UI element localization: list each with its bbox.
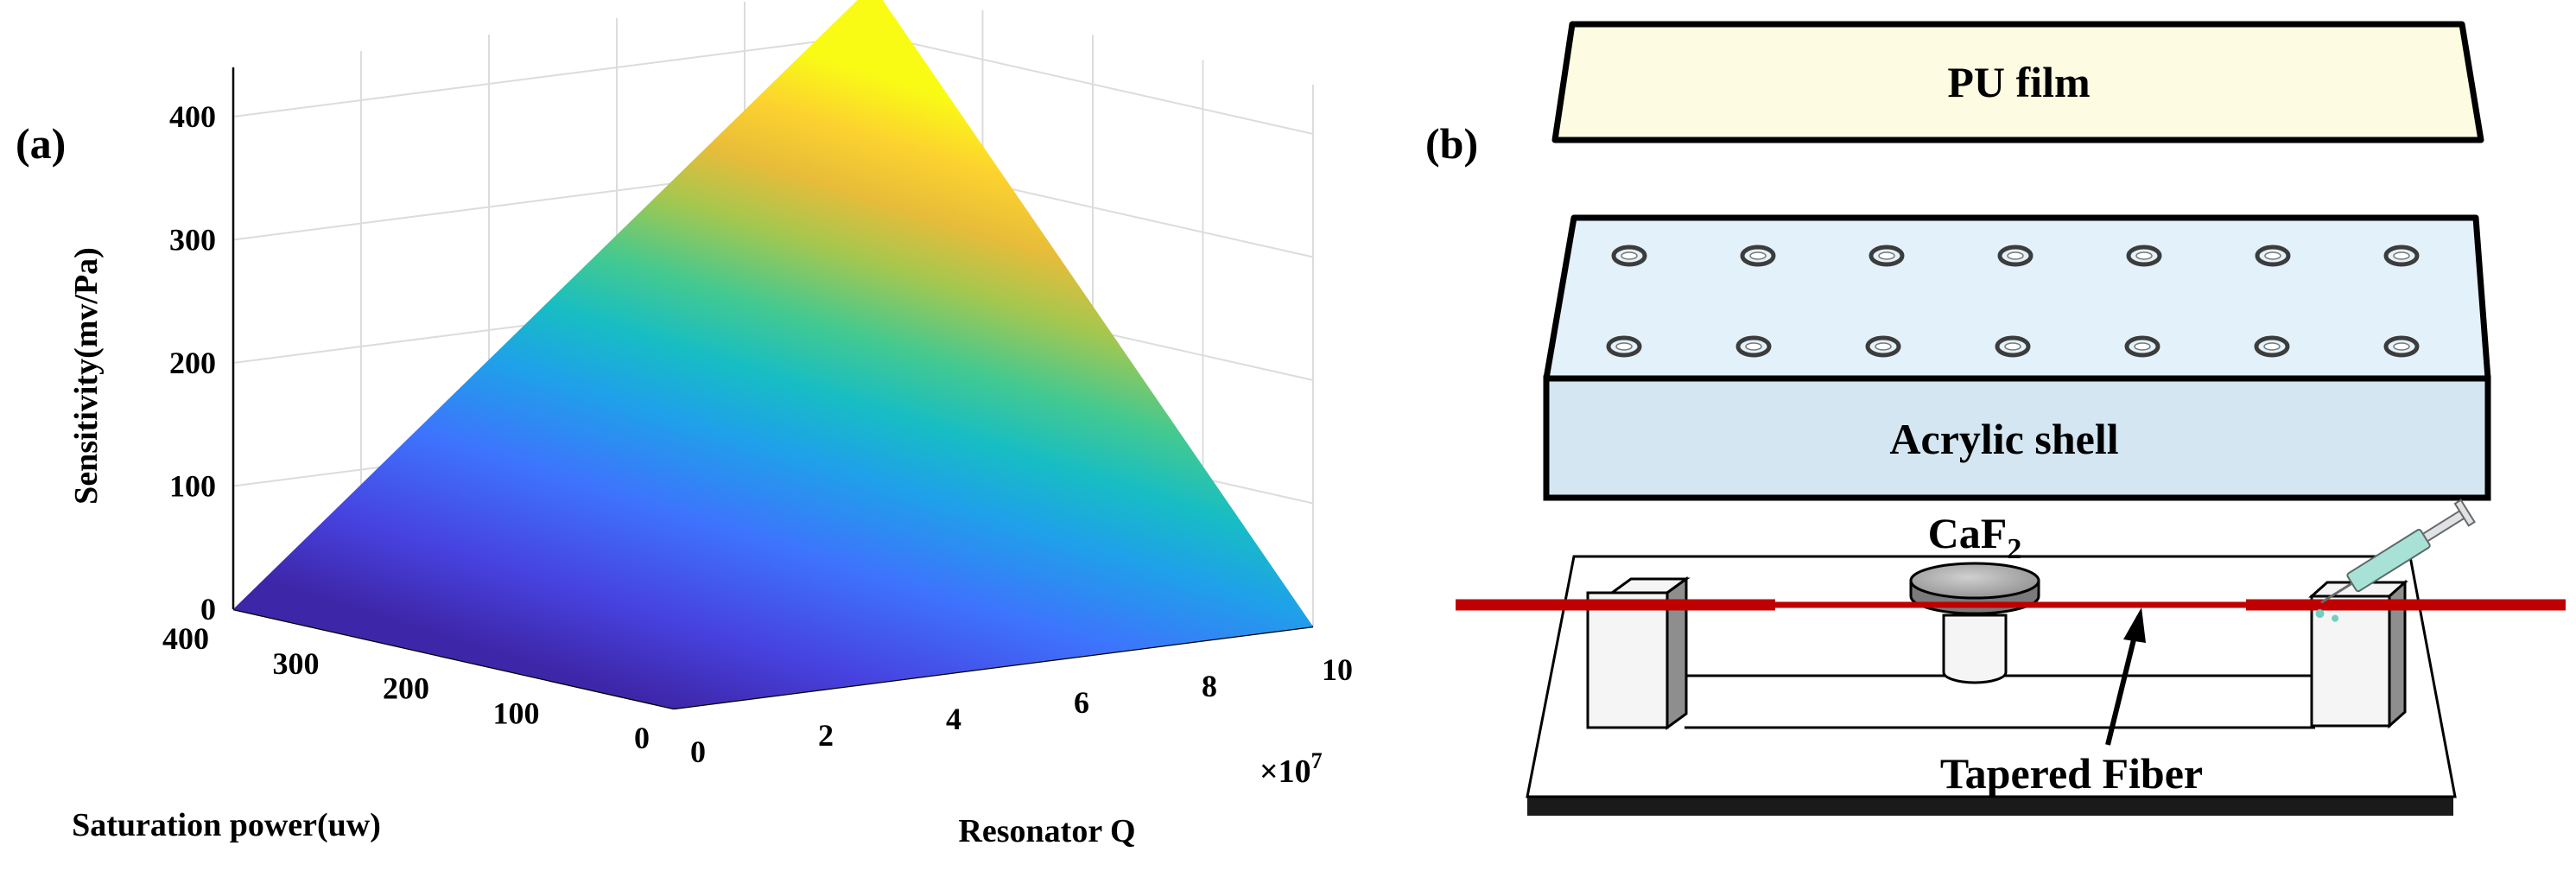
panel-b-label: (b): [1425, 119, 1478, 168]
acrylic-hole: [1865, 335, 1901, 358]
acrylic-hole-inner: [1878, 251, 1895, 260]
surface-plot: [233, 0, 1313, 709]
syringe-icon: [2315, 499, 2476, 622]
acrylic-hole: [1740, 245, 1776, 267]
acrylic-hole: [1611, 245, 1647, 267]
pu-film-label: PU film: [1947, 58, 2090, 106]
x-tick-label: 10: [1322, 652, 1353, 687]
y-tick-label: 100: [493, 696, 540, 730]
left-support-block: [1586, 576, 1691, 730]
z-tick-label: 200: [169, 346, 216, 380]
acrylic-hole-inner: [2004, 342, 2021, 351]
z-tick-label: 0: [200, 592, 216, 626]
left-block-front: [1586, 591, 1669, 729]
acrylic-hole-inner: [1749, 251, 1767, 260]
acrylic-hole-inner: [2263, 342, 2281, 351]
acrylic-hole: [1735, 335, 1772, 358]
y-axis-label: Saturation power(uw): [72, 807, 381, 843]
gridline: [232, 34, 873, 118]
y-tick-label: 200: [383, 671, 429, 706]
panel-b-sensor-diagram: (b) PU film Acrylic shell: [1425, 21, 2566, 816]
x-axis-label: Resonator Q: [958, 813, 1135, 849]
y-tick-label: 400: [162, 621, 209, 656]
caf2-label-subscript: 2: [2007, 533, 2021, 565]
acrylic-shell-front: [1543, 375, 2491, 501]
tapered-fiber-label: Tapered Fiber: [1940, 749, 2203, 798]
x-tick-label: 6: [1074, 685, 1089, 720]
acrylic-hole-inner: [1621, 251, 1638, 260]
acrylic-hole-inner: [2134, 342, 2151, 351]
acrylic-hole: [2126, 245, 2162, 267]
y-tick-label: 300: [273, 646, 320, 681]
acrylic-hole-inner: [2007, 251, 2024, 260]
acrylic-hole: [2254, 335, 2290, 358]
syringe-droplet: [2315, 609, 2325, 619]
acrylic-hole-inner: [2264, 251, 2281, 260]
gridline: [872, 34, 1314, 135]
acrylic-holes: [1606, 245, 2420, 358]
y-tick-label: 0: [634, 721, 650, 755]
fiber-pointer-arrowhead: [2123, 607, 2146, 643]
syringe-needle: [2320, 582, 2353, 604]
acrylic-shell: Acrylic shell: [1543, 214, 2491, 501]
acrylic-hole: [1995, 335, 2031, 358]
acrylic-hole-inner: [1615, 342, 1633, 351]
acrylic-hole: [1869, 245, 1905, 267]
x-axis-multiplier-base: ×10: [1259, 753, 1311, 790]
base-plate-side: [1527, 797, 2453, 816]
acrylic-hole: [2383, 335, 2420, 358]
caf2-resonator: CaF2: [1909, 509, 2040, 684]
right-block-front: [2310, 594, 2391, 728]
x-tick-label: 4: [946, 702, 961, 736]
acrylic-hole: [2124, 335, 2160, 358]
fiber-pointer-arrow: [2105, 628, 2139, 746]
acrylic-hole-inner: [1745, 342, 1762, 351]
x-axis-multiplier-exponent: 7: [1311, 748, 1323, 773]
acrylic-shell-label: Acrylic shell: [1889, 415, 2118, 463]
pu-film-body: [1551, 21, 2484, 143]
resonator-disk-top: [1909, 562, 2040, 600]
pu-film: PU film: [1551, 21, 2484, 143]
panel-a-label: (a): [16, 119, 66, 168]
resonator-stem: [1942, 614, 2008, 684]
syringe-plunger: [2421, 508, 2467, 543]
z-tick-label: 300: [169, 223, 216, 257]
acrylic-hole: [2255, 245, 2291, 267]
syringe-droplet: [2332, 614, 2339, 622]
acrylic-hole: [1997, 245, 2034, 267]
acrylic-hole: [1606, 335, 1642, 358]
acrylic-hole-inner: [1875, 342, 1892, 351]
z-tick-label: 400: [169, 99, 216, 134]
x-tick-label: 2: [818, 718, 834, 753]
z-axis-label: Sensitivity(mv/Pa): [68, 247, 105, 505]
x-tick-label: 0: [690, 734, 706, 769]
acrylic-hole-inner: [2393, 342, 2410, 351]
caf2-label: CaF2: [1928, 509, 2022, 565]
caf2-label-base: CaF: [1928, 509, 2008, 557]
z-tick-label: 100: [169, 469, 216, 504]
acrylic-hole: [2383, 245, 2420, 267]
syringe-thumb: [2453, 499, 2476, 527]
right-support-block: [2308, 579, 2408, 729]
x-axis-multiplier: ×107: [1259, 748, 1323, 790]
acrylic-hole-inner: [2135, 251, 2153, 260]
x-tick-label: 8: [1202, 669, 1217, 703]
tapered-fiber: Tapered Fiber: [1456, 599, 2566, 798]
acrylic-hole-inner: [2393, 251, 2410, 260]
